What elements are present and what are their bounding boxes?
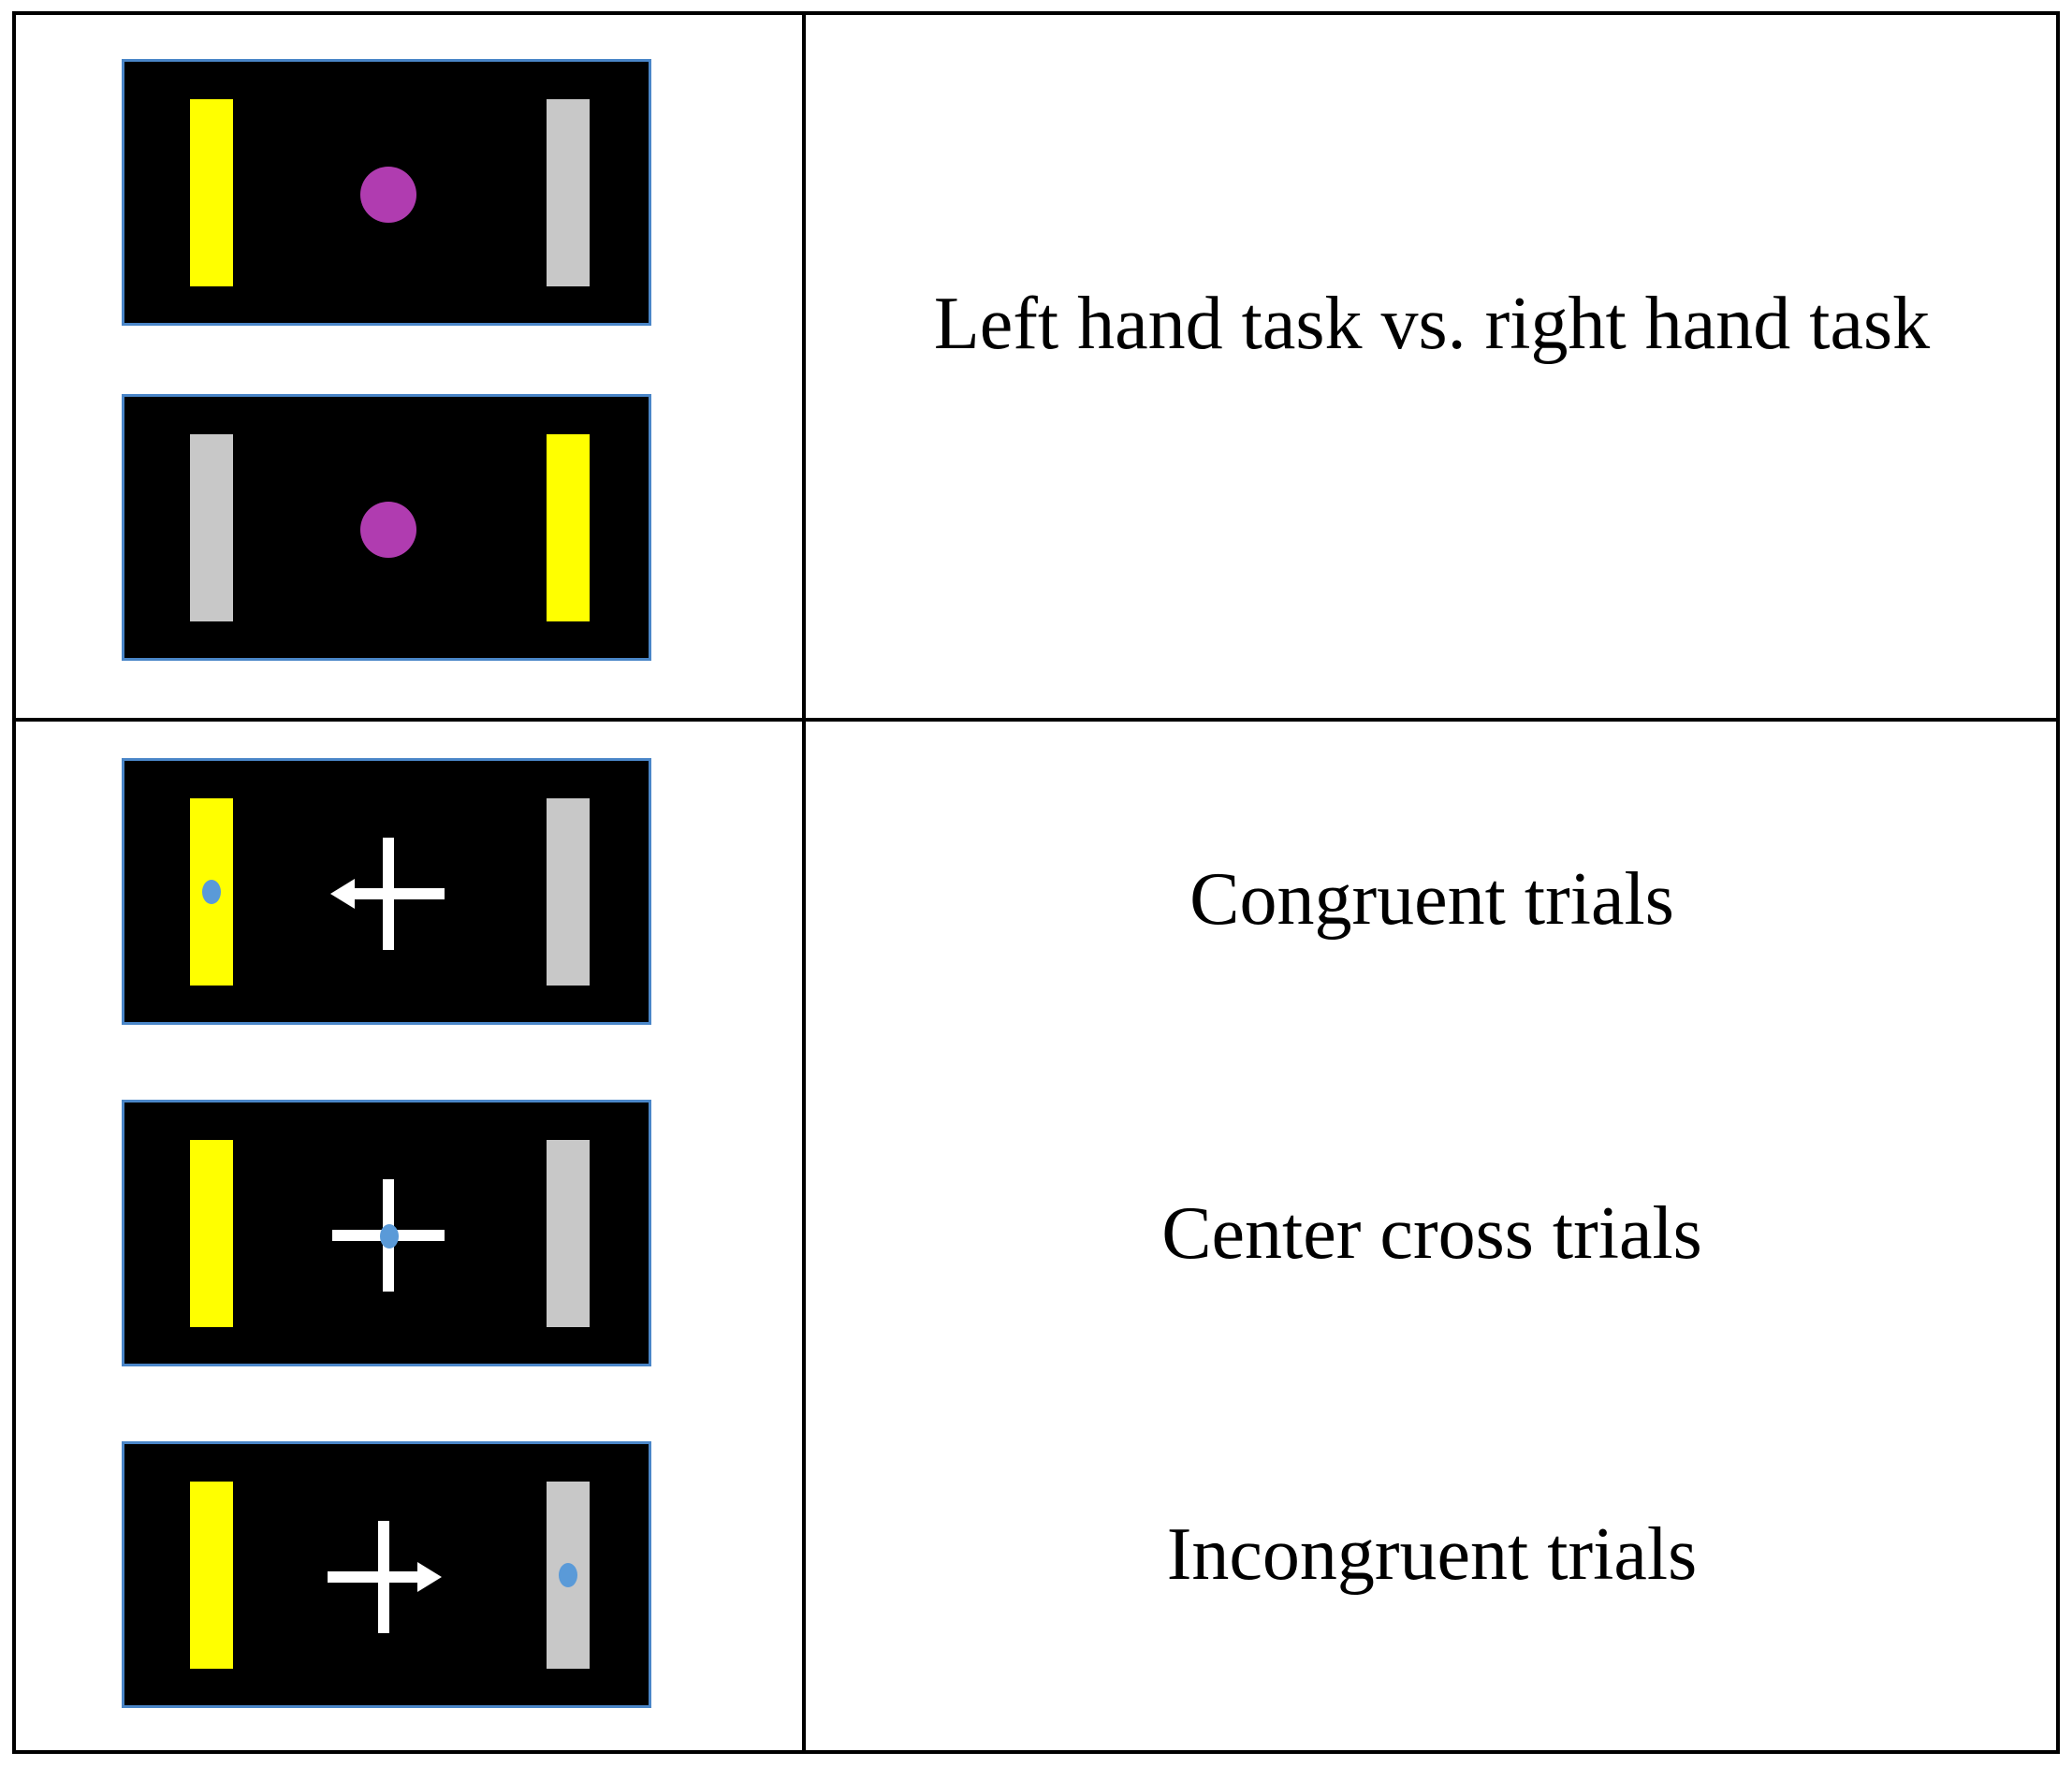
- magenta-dot: [360, 167, 416, 223]
- stimulus-panel-left-yellow: [122, 59, 651, 326]
- cross-arrow-right-icon: [328, 1521, 442, 1633]
- left-bar-yellow: [190, 99, 233, 286]
- incongruent-trial-panel: [122, 1441, 651, 1708]
- stimulus-panel-right-yellow: [122, 394, 651, 661]
- cross-arrow-left-icon: [330, 838, 445, 950]
- left-bar-yellow: [190, 1140, 233, 1327]
- left-bar-gray: [190, 434, 233, 621]
- blue-target-dot: [202, 880, 221, 904]
- row-divider: [12, 718, 2060, 722]
- blue-target-dot: [559, 1563, 577, 1587]
- right-bar-gray: [547, 99, 590, 286]
- center-cross-trial-panel: [122, 1100, 651, 1366]
- center-cross-trials-label: Center cross trials: [1161, 1192, 1702, 1275]
- incongruent-trials-label: Incongruent trials: [1166, 1513, 1698, 1596]
- left-bar-yellow: [190, 1482, 233, 1669]
- congruent-trial-panel: [122, 758, 651, 1025]
- right-bar-gray: [547, 798, 590, 986]
- right-bar-yellow: [547, 434, 590, 621]
- hand-task-label: Left hand task vs. right hand task: [933, 283, 1931, 365]
- column-divider: [802, 11, 806, 1754]
- congruent-trials-label: Congruent trials: [1189, 858, 1674, 941]
- right-bar-gray: [547, 1140, 590, 1327]
- blue-target-dot: [380, 1224, 399, 1249]
- magenta-dot: [360, 502, 416, 558]
- table-frame: [12, 11, 2060, 1754]
